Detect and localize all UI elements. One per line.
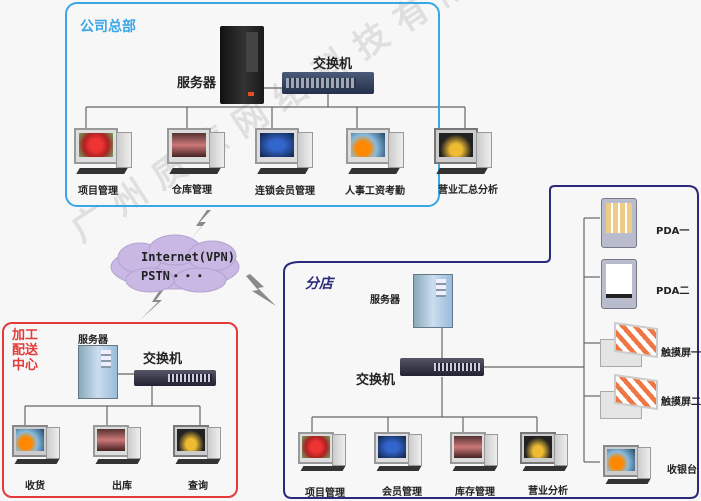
- branch-switch-icon: [400, 358, 484, 376]
- branch-workstation-label: 会员管理: [382, 487, 422, 498]
- computer-icon: [12, 425, 48, 457]
- computer-icon: [346, 128, 390, 164]
- lightning-links: [140, 210, 276, 320]
- hq-server-label: 服务器: [177, 76, 217, 91]
- dc-switch-icon: [134, 370, 216, 386]
- computer-icon: [74, 128, 118, 164]
- branch-workstation-label: 项目管理: [305, 488, 345, 499]
- headquarters-title: 公司总部: [80, 19, 136, 35]
- branch-region-border: [283, 185, 699, 499]
- pda-icon: [601, 198, 637, 248]
- device-label: PDA二: [656, 286, 690, 297]
- dc-workstation-label: 查询: [188, 481, 208, 492]
- hq-switch-icon: [282, 72, 374, 94]
- touchscreen-icon: [600, 321, 658, 367]
- cloud-line-2: PSTN・・・: [141, 269, 206, 283]
- dc-workstation-label: 出库: [112, 481, 132, 492]
- distribution-center-region: [2, 322, 238, 498]
- computer-icon: [173, 425, 209, 457]
- computer-icon: [450, 432, 486, 464]
- touchscreen-icon: [600, 373, 658, 419]
- computer-icon: [255, 128, 299, 164]
- device-label: PDA一: [656, 226, 690, 237]
- hq-workstation-label: 人事工资考勤: [345, 186, 405, 197]
- branch-server-label: 服务器: [370, 295, 400, 306]
- computer-icon: [520, 432, 556, 464]
- device-label: 收银台: [667, 465, 697, 476]
- branch-switch-label: 交换机: [356, 373, 396, 388]
- pda-icon: [601, 259, 637, 309]
- hq-server-icon: [220, 26, 264, 104]
- computer-icon: [374, 432, 410, 464]
- lightning-bolt-hq: [190, 210, 211, 240]
- hq-workstation-label: 营业汇总分析: [438, 185, 498, 196]
- hq-workstation-label: 仓库管理: [172, 185, 212, 196]
- computer-icon: [93, 425, 129, 457]
- hq-switch-label: 交换机: [313, 57, 353, 72]
- distribution-center-title: 加工 配送 中心: [12, 328, 39, 373]
- branch-workstation-label: 营业分析: [528, 486, 568, 497]
- branch-workstation-label: 库存管理: [455, 487, 495, 498]
- device-label: 触摸屏一: [661, 348, 701, 359]
- computer-icon: [434, 128, 478, 164]
- lightning-bolt-dc: [140, 288, 165, 320]
- hq-workstation-label: 项目管理: [78, 186, 118, 197]
- cloud-line-1: Internet(VPN): [141, 250, 235, 264]
- dc-workstation-label: 收货: [25, 481, 45, 492]
- dc-server-label: 服务器: [78, 335, 108, 346]
- branch-server-icon: [413, 274, 453, 328]
- hq-workstation-label: 连锁会员管理: [255, 186, 315, 197]
- cloud-icon: [110, 234, 240, 293]
- device-label: 触摸屏二: [661, 397, 701, 408]
- dc-switch-label: 交换机: [143, 352, 183, 367]
- lightning-bolt-branch: [246, 274, 276, 306]
- dc-server-icon: [78, 345, 118, 399]
- headquarters-region: [65, 2, 440, 207]
- computer-icon: [167, 128, 211, 164]
- computer-icon: [298, 432, 334, 464]
- branch-title: 分店: [305, 276, 333, 292]
